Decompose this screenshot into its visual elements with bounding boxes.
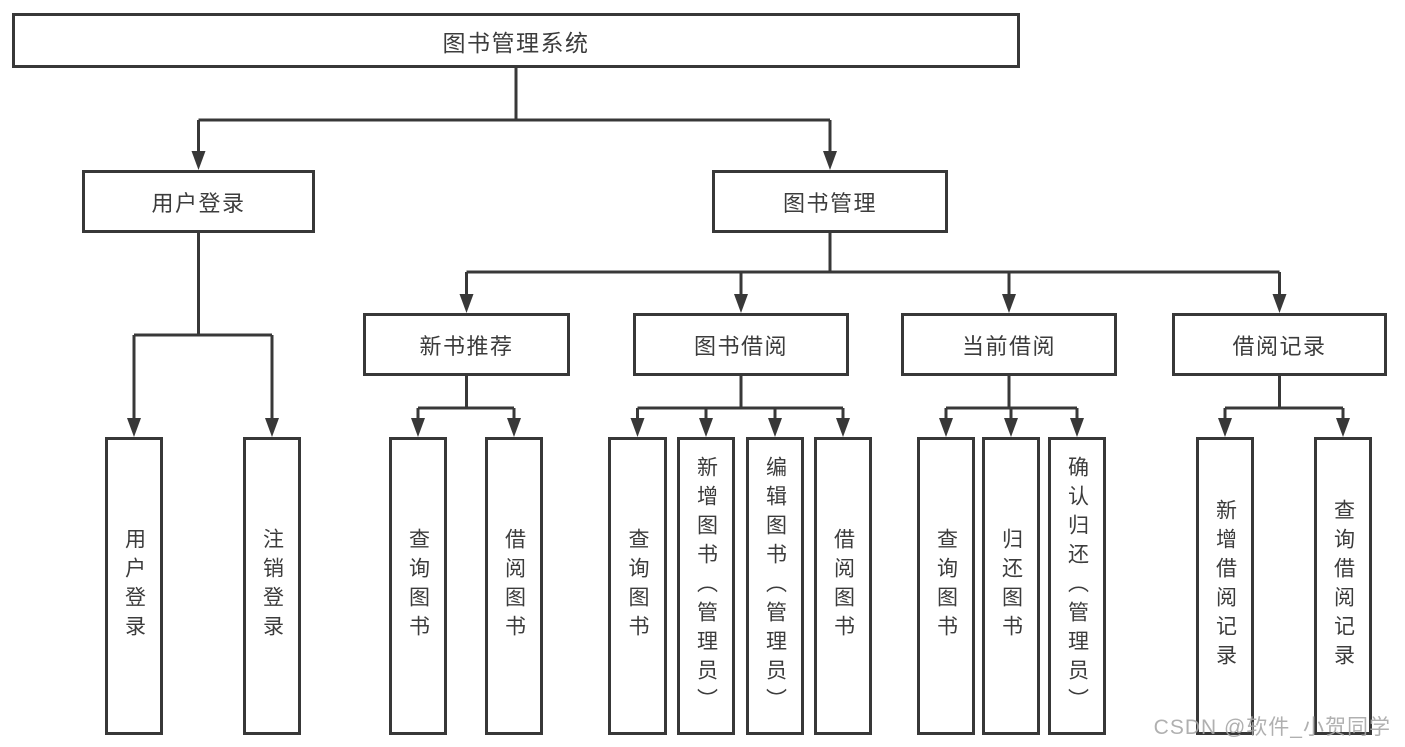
csdn-watermark: CSDN @软件_小贺同学 (1153, 716, 1391, 739)
leaf-user-login: 用户登录 (105, 437, 163, 735)
leaf-label: 查询借阅记录 (1331, 499, 1355, 673)
node-new-book-recommend: 新书推荐 (363, 313, 570, 376)
leaf-label: 借阅图书 (831, 528, 855, 644)
leaf-query-books-recommend: 查询图书 (389, 437, 447, 735)
node-label: 图书管理 (782, 190, 877, 216)
node-book-management: 图书管理 (712, 170, 948, 233)
leaf-label: 新增借阅记录 (1213, 499, 1237, 673)
node-label: 新书推荐 (419, 333, 514, 359)
leaf-query-books-borrow: 查询图书 (608, 437, 667, 735)
leaf-query-books-current: 查询图书 (917, 437, 975, 735)
node-user-login: 用户登录 (82, 170, 315, 233)
leaf-label: 新增图书（管理员） (694, 455, 718, 717)
leaf-borrow-books: 借阅图书 (814, 437, 872, 735)
leaf-label: 用户登录 (122, 528, 146, 644)
leaf-label: 查询图书 (626, 528, 649, 644)
leaf-query-borrow-record: 查询借阅记录 (1314, 437, 1372, 735)
leaf-return-books: 归还图书 (982, 437, 1040, 735)
node-label: 当前借阅 (961, 333, 1056, 359)
node-borrow-records: 借阅记录 (1172, 313, 1387, 376)
node-current-borrow: 当前借阅 (901, 313, 1117, 376)
leaf-edit-book-admin: 编辑图书（管理员） (746, 437, 804, 735)
node-book-borrow: 图书借阅 (633, 313, 849, 376)
leaf-label: 注销登录 (260, 528, 284, 644)
node-root-book-management-system: 图书管理系统 (12, 13, 1020, 68)
leaf-label: 查询图书 (406, 528, 430, 644)
leaf-confirm-return-admin: 确认归还（管理员） (1048, 437, 1106, 735)
leaf-label: 查询图书 (934, 528, 958, 644)
leaf-label: 借阅图书 (502, 528, 526, 644)
node-label: 图书管理系统 (442, 29, 590, 56)
node-label: 用户登录 (151, 190, 246, 216)
leaf-label: 归还图书 (999, 528, 1023, 644)
leaf-label: 确认归还（管理员） (1065, 455, 1089, 717)
arrowheads (127, 151, 1350, 437)
leaf-add-book-admin: 新增图书（管理员） (677, 437, 735, 735)
node-label: 借阅记录 (1232, 333, 1327, 359)
leaf-label: 编辑图书（管理员） (763, 455, 787, 717)
leaf-logout: 注销登录 (243, 437, 301, 735)
leaf-borrow-books-recommend: 借阅图书 (485, 437, 543, 735)
node-label: 图书借阅 (693, 333, 788, 359)
leaf-add-borrow-record: 新增借阅记录 (1196, 437, 1254, 735)
